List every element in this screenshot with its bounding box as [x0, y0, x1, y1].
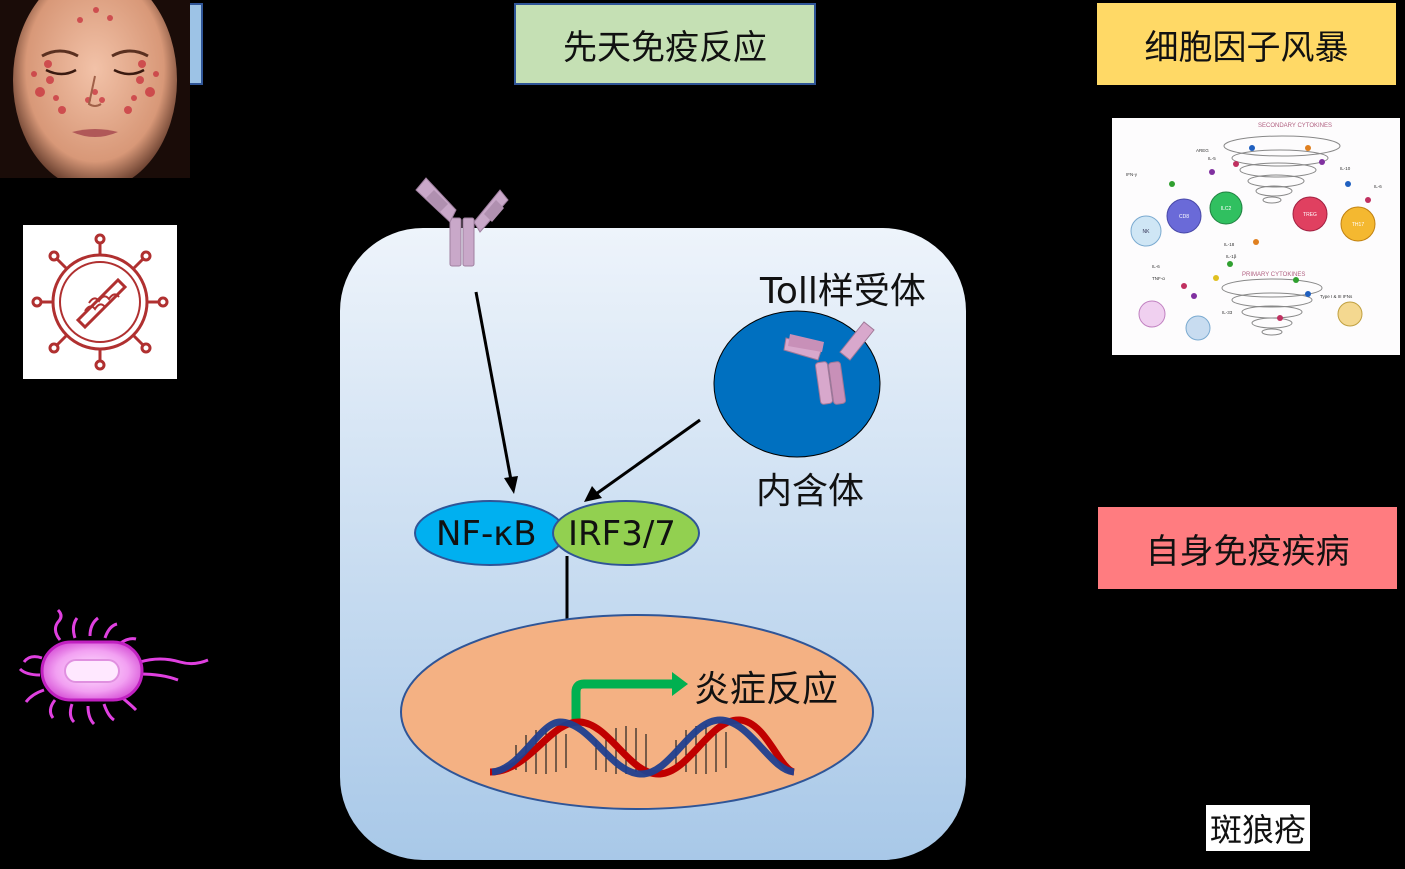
irf-label: IRF3/7 [568, 514, 676, 554]
il6-upper-label: IL-6 [1374, 184, 1382, 189]
th17-cell-label: TH17 [1352, 222, 1364, 228]
ifn-gamma-label: IFN-γ [1126, 172, 1138, 177]
endosome-label: 内含体 [756, 471, 865, 512]
bacterium-icon [18, 608, 209, 726]
cytokine-storm-figure: SECONDARY CYTOKINES PRIMARY CYTOKINES NK… [1112, 118, 1400, 355]
cd8-cell-label: CD8 [1179, 214, 1189, 220]
toll-receptor-label: Toll样受体 [760, 271, 926, 312]
face-image-icon [0, 0, 190, 178]
dna-helix-icon [489, 716, 796, 778]
il33-label: IL-33 [1222, 310, 1233, 315]
il5-label: IL-5 [1208, 156, 1216, 161]
ilc2-cell-label: ILC2 [1221, 206, 1232, 212]
il10-label: IL-10 [1340, 166, 1351, 171]
toll-receptor-icon [783, 321, 875, 405]
tnf-alpha-label: TNF-α [1152, 276, 1165, 281]
il6-lower-label: IL-6 [1152, 264, 1160, 269]
virus-illustration [23, 225, 177, 379]
virus-icon [31, 233, 169, 371]
cytokine-storm-label-box: 细胞因子风暴 [1097, 3, 1396, 85]
endosome [713, 310, 881, 458]
signal-arrows [474, 291, 701, 672]
innate-immunity-label: 先天免疫反应 [563, 27, 767, 68]
nk-cell-label: NK [1143, 229, 1151, 235]
cytokine-storm-icon: SECONDARY CYTOKINES PRIMARY CYTOKINES NK… [1126, 123, 1382, 341]
secondary-cytokines-label: SECONDARY CYTOKINES [1258, 123, 1332, 129]
il18-label: IL-18 [1224, 242, 1235, 247]
treg-cell-label: TREG [1303, 212, 1317, 218]
nfkb-label: NF-κB [436, 514, 537, 554]
inflammation-label: 炎症反应 [694, 669, 839, 710]
primary-cytokines-label: PRIMARY CYTOKINES [1242, 272, 1305, 278]
innate-immunity-label-box: 先天免疫反应 [514, 3, 816, 85]
surface-receptor-icon [415, 177, 509, 267]
il1b-label: IL-1β [1226, 254, 1237, 259]
autoimmune-label-box: 自身免疫疾病 [1098, 507, 1397, 589]
autoimmune-label: 自身免疫疾病 [1145, 531, 1350, 572]
transcription-arrow [571, 672, 688, 722]
lupus-label: 斑狼疮 [1206, 805, 1311, 851]
type-ifn-label: Type I & III IFNs [1320, 294, 1353, 299]
lupus-photo [0, 0, 190, 178]
nucleus [400, 614, 874, 810]
cytokine-storm-label: 细胞因子风暴 [1144, 27, 1349, 68]
areg-label: AREG [1196, 148, 1209, 153]
